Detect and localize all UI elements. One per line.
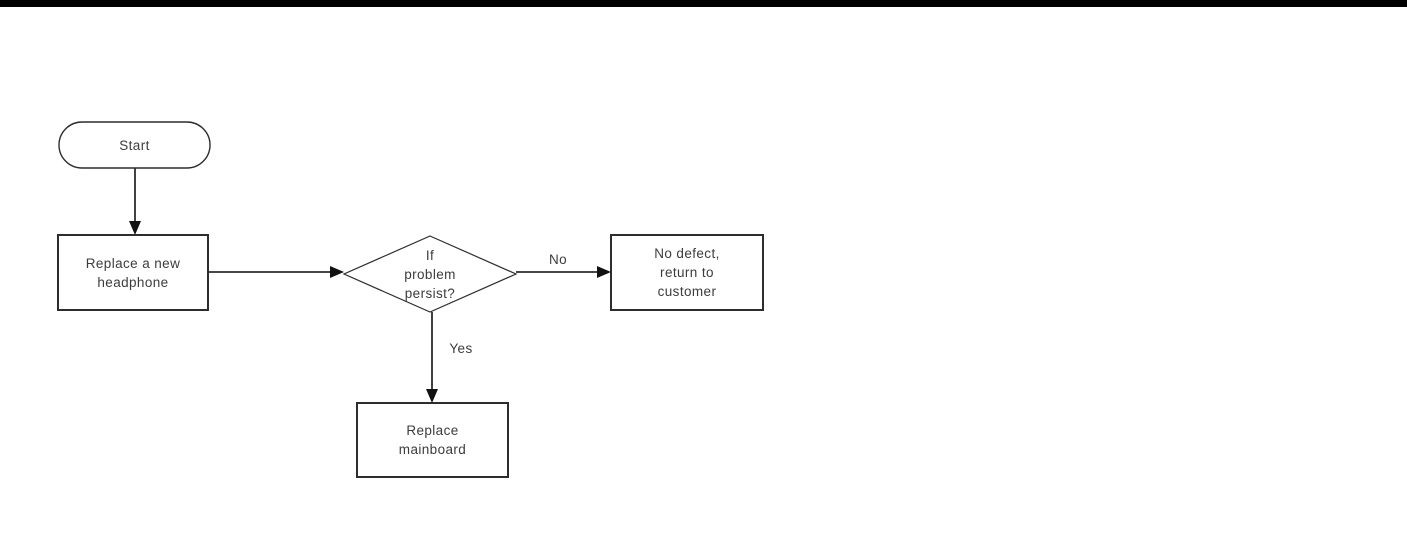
arrowhead-decision-no bbox=[597, 266, 611, 278]
decision-node-shape bbox=[342, 235, 518, 313]
top-black-bar bbox=[0, 0, 1407, 7]
arrowhead-start-to-replace bbox=[129, 221, 141, 235]
replace-mainboard-node-shape bbox=[356, 402, 509, 478]
arrowhead-replace-to-decision bbox=[330, 266, 344, 278]
replace-headphone-node-shape bbox=[57, 234, 209, 311]
arrowhead-decision-yes bbox=[426, 389, 438, 403]
no-defect-node-shape bbox=[610, 234, 764, 311]
start-node-shape bbox=[58, 121, 211, 169]
